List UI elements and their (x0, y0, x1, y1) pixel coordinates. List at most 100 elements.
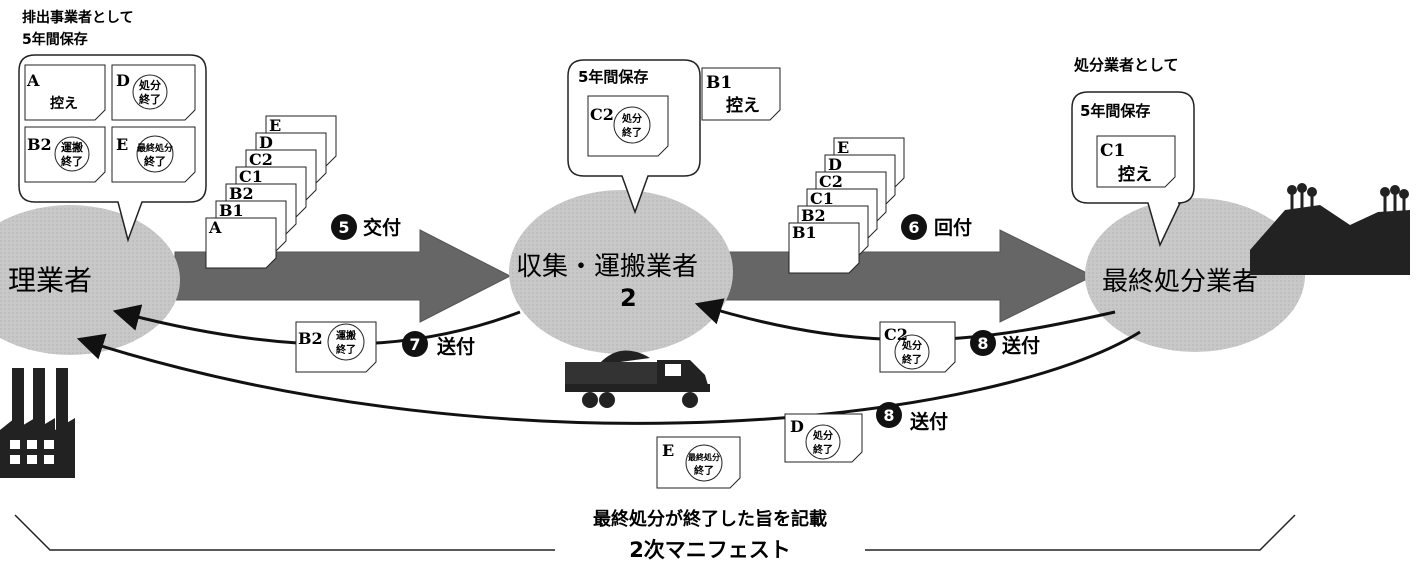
svg-text:B1: B1 (219, 201, 244, 220)
svg-text:最終処分: 最終処分 (137, 142, 173, 154)
svg-text:B2: B2 (27, 135, 52, 154)
stamp-icon (685, 444, 723, 482)
doc-e-stamped: E 最終処分 終了 (111, 126, 196, 183)
generator-bubble-title-1: 排出事業者として (22, 9, 134, 26)
svg-text:C2: C2 (819, 172, 843, 191)
svg-text:B2: B2 (229, 184, 254, 203)
stamp-icon (132, 74, 168, 110)
svg-text:C1: C1 (239, 167, 263, 186)
svg-text:D: D (259, 133, 273, 152)
disposer-bubble-title: 5年間保存 (1080, 102, 1150, 120)
manifest-stack-left-sheet: A (205, 217, 277, 269)
svg-text:終了: 終了 (139, 92, 161, 106)
transporter-name: 収集・運搬業者 (516, 252, 698, 282)
svg-text:A: A (26, 71, 40, 90)
doc-c2-return: C2 処分 終了 (879, 321, 956, 373)
svg-text:処分: 処分 (138, 78, 161, 92)
doc-c1-copy: C1 控え (1096, 135, 1176, 188)
step-6-badge: 6 (901, 214, 927, 240)
transporter-number: 2 (620, 284, 637, 312)
transporter-bubble-title: 5年間保存 (578, 68, 648, 86)
doc-c2-stamped: C2 処分 終了 (587, 95, 669, 157)
svg-text:処分: 処分 (812, 429, 833, 442)
svg-text:終了: 終了 (813, 443, 833, 456)
step-5-badge: 5 (331, 214, 357, 240)
step-5-label: 交付 (363, 216, 401, 239)
svg-text:C2: C2 (249, 150, 273, 169)
generator-name: 理業者 (8, 264, 92, 297)
bracket (14, 514, 1296, 551)
svg-text:最終処分: 最終処分 (688, 452, 720, 462)
disposer-node (1085, 198, 1305, 352)
disposer-heading: 処分業者として (1073, 56, 1179, 74)
manifest-stack-right-sheet: B1 (788, 222, 860, 274)
step-6-label: 回付 (934, 216, 972, 239)
doc-b1-copy: B1 控え (701, 67, 781, 121)
svg-text:処分: 処分 (901, 339, 922, 352)
svg-text:D: D (790, 417, 804, 436)
svg-text:終了: 終了 (694, 464, 714, 477)
step-8b-badge: 8 (876, 402, 902, 428)
svg-text:E: E (269, 116, 281, 135)
step-7-label: 送付 (437, 335, 475, 358)
stamp-icon (894, 334, 930, 370)
svg-text:終了: 終了 (61, 154, 83, 168)
svg-text:8: 8 (977, 334, 988, 353)
generator-bubble-title-2: 5年間保存 (22, 31, 88, 48)
svg-text:6: 6 (908, 218, 919, 237)
svg-text:終了: 終了 (336, 343, 356, 356)
step-8a-badge: 8 (970, 330, 996, 356)
doc-d-stamped: D 処分 終了 (111, 64, 196, 121)
doc-a-copy: A 控え (24, 64, 106, 121)
stamp-icon (136, 135, 174, 173)
handover-arrow-6 (719, 229, 1095, 323)
stamp-icon (327, 323, 365, 361)
landfill-icon (1250, 183, 1410, 275)
doc-b2-return: B2 運搬 終了 (295, 321, 377, 373)
svg-text:C2: C2 (590, 105, 614, 124)
step-8a-label: 送付 (1002, 334, 1040, 357)
svg-text:控え: 控え (1118, 164, 1152, 185)
svg-text:終了: 終了 (622, 126, 642, 139)
svg-text:E: E (837, 138, 849, 157)
svg-text:運搬: 運搬 (61, 140, 83, 154)
stamp-icon (805, 424, 841, 460)
step-7-badge: 7 (402, 331, 428, 357)
final-disposal-note: 最終処分が終了した旨を記載 (593, 508, 827, 530)
bracket-label: 2次マニフェスト (629, 538, 791, 562)
svg-text:終了: 終了 (902, 353, 922, 366)
svg-text:D: D (828, 155, 842, 174)
svg-text:控え: 控え (50, 95, 78, 112)
return-arrow-8b (76, 330, 1141, 425)
doc-e-return: E 最終処分 終了 (656, 436, 741, 489)
svg-text:5: 5 (338, 218, 349, 237)
svg-text:8: 8 (883, 406, 894, 425)
truck-icon (565, 350, 710, 408)
svg-text:B1: B1 (706, 73, 732, 93)
svg-text:B1: B1 (792, 223, 817, 242)
svg-text:控え: 控え (726, 95, 760, 116)
stamp-icon (54, 136, 90, 172)
svg-text:処分: 処分 (621, 112, 642, 125)
step-8b-label: 送付 (910, 410, 948, 433)
svg-text:終了: 終了 (144, 154, 166, 168)
svg-text:B2: B2 (801, 206, 826, 225)
doc-b2-stamped: B2 運搬 終了 (24, 126, 106, 183)
svg-text:C1: C1 (1100, 141, 1125, 161)
svg-text:7: 7 (409, 335, 420, 354)
svg-text:C1: C1 (810, 189, 834, 208)
doc-d-return: D 処分 終了 (784, 413, 863, 463)
svg-text:運搬: 運搬 (336, 329, 356, 342)
svg-text:E: E (116, 135, 128, 154)
stamp-icon (613, 106, 651, 144)
disposer-name: 最終処分業者 (1102, 267, 1258, 297)
svg-text:E: E (662, 441, 674, 460)
svg-text:D: D (116, 71, 130, 90)
svg-text:A: A (208, 218, 222, 237)
svg-text:C2: C2 (884, 325, 908, 344)
factory-icon (0, 368, 75, 478)
svg-text:B2: B2 (298, 329, 323, 348)
